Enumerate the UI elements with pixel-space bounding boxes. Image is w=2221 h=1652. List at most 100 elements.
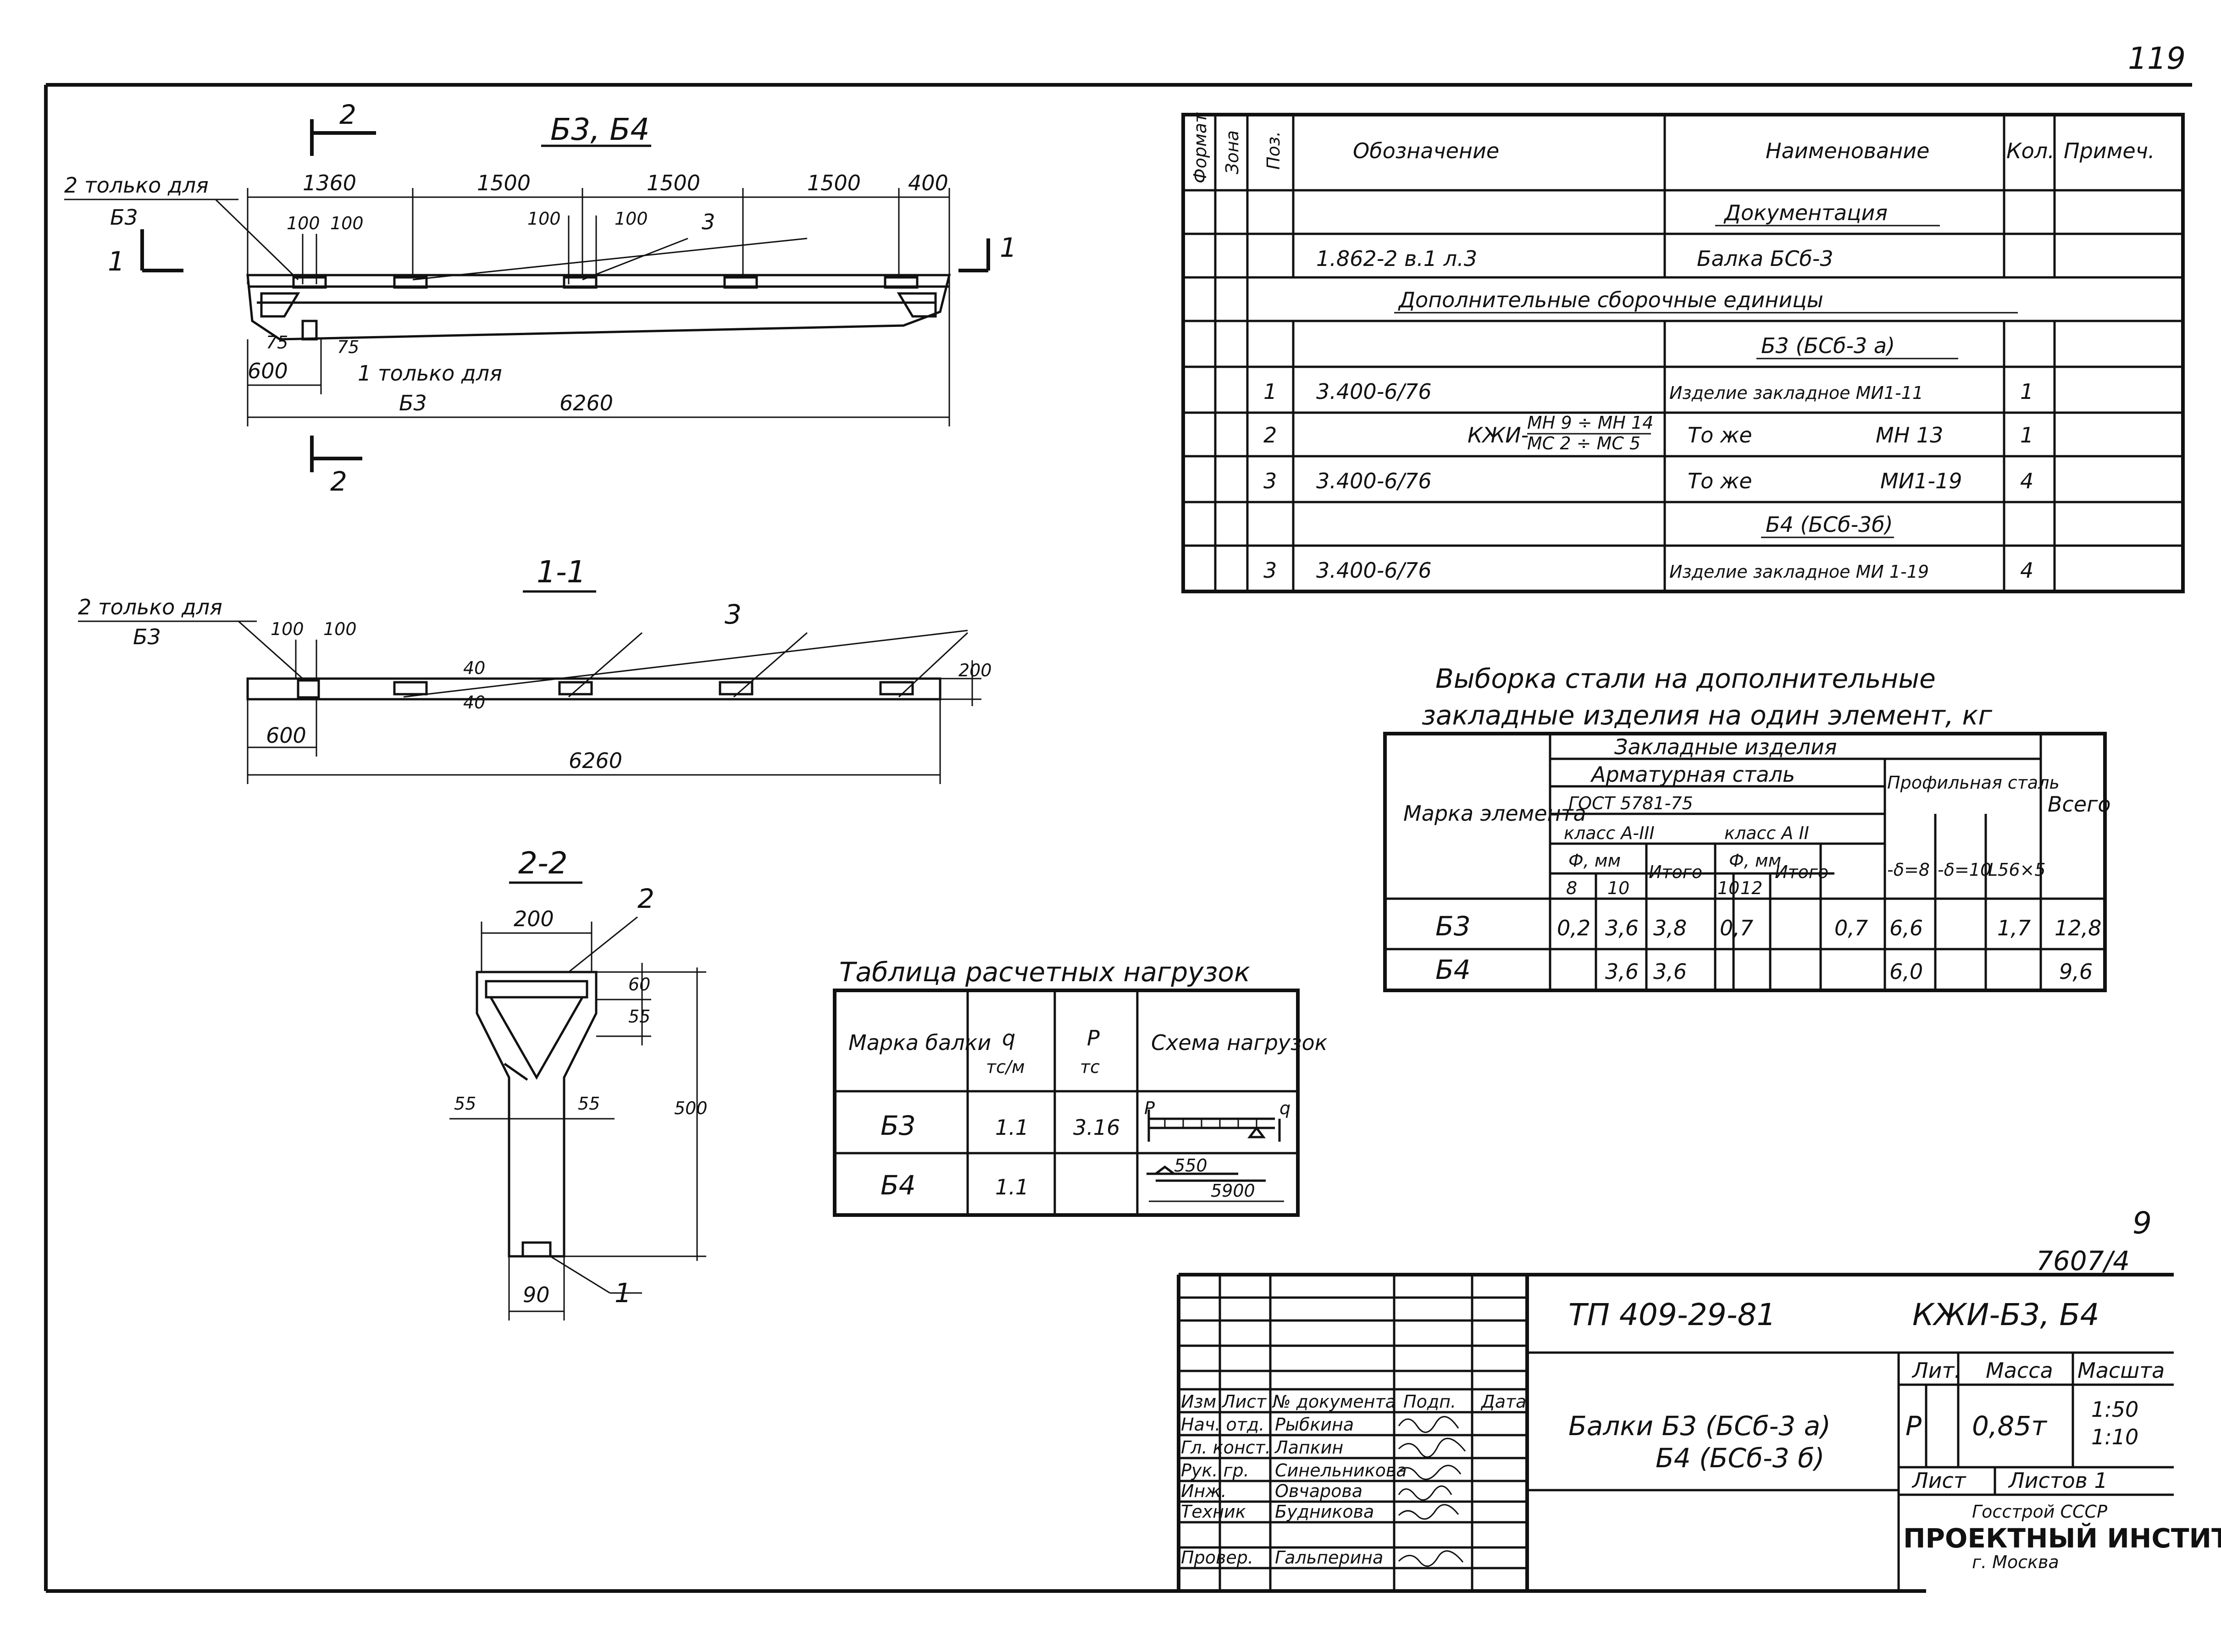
load-r2-q: 1.1: [995, 1175, 1029, 1199]
load-scheme-2: 550 5900: [1147, 1155, 1284, 1202]
spec-r8-section: Б4 (БСб-3б): [1766, 512, 1893, 537]
plan-note-2-b3: Б3: [110, 205, 138, 230]
tb-staff-6-name: Гальперина: [1275, 1547, 1383, 1568]
spec-r4-section: Б3 (БСб-3 а): [1761, 333, 1895, 358]
steel-h-p10: -δ=10: [1938, 860, 1991, 880]
tb-h-sign: Подп.: [1403, 1392, 1456, 1412]
spec-r9-qty: 4: [2020, 558, 2033, 583]
cut-1-right: 1: [1000, 232, 1017, 263]
spec-r7-designation: 3.400-6/76: [1316, 469, 1432, 493]
spec-h-pos: Поз.: [1263, 131, 1284, 170]
signatures: [1398, 1416, 1466, 1567]
steel-r1-c9: 1,7: [1997, 916, 2031, 940]
svg-text:550: 550: [1174, 1155, 1207, 1176]
load-h-p-unit: тс: [1080, 1057, 1100, 1077]
tb-h-doc: № документа: [1272, 1392, 1396, 1412]
steel-r2-c7: 6,0: [1889, 959, 1923, 984]
plan-pos-3: 3: [702, 210, 715, 234]
spec-table: Формат Зона Поз. Обозначение Наименовани…: [1181, 112, 2185, 593]
steel-h-total: Всего: [2048, 792, 2110, 817]
tb-org-1: Госстрой СССР: [1972, 1502, 2107, 1522]
spec-r9-pos: 3: [1263, 558, 1277, 583]
tb-h-date: Дата: [1480, 1392, 1526, 1412]
steel-h-p8: -δ=8: [1887, 860, 1930, 880]
spec-r5-pos: 1: [1263, 379, 1277, 404]
tb-org-2: ПРОЕКТНЫЙ ИНСТИТУТ №: [1903, 1522, 2221, 1554]
spec-r2-name: Балка БСб-3: [1697, 246, 1833, 271]
spec-r6-des-left: КЖИ-: [1468, 423, 1529, 448]
svg-text:5900: 5900: [1211, 1181, 1255, 1201]
tb-staff-2-name: Лапкин: [1274, 1437, 1343, 1458]
steel-h-class2: класс А II: [1724, 823, 1809, 843]
spec-r6-name-right: МН 13: [1876, 423, 1943, 448]
steel-title-1: Выборка стали на дополнительные: [1435, 663, 1936, 694]
section-1-1: 1-1 2 только для Б3 100 100 3 40 40 200 …: [78, 554, 992, 784]
s11-dim-100-a: 100: [271, 619, 304, 639]
spec-r9-name: Изделие закладное МИ 1-19: [1669, 562, 1929, 582]
tb-sheets-label: Листов 1: [2008, 1468, 2108, 1493]
sheet-number: 9: [2132, 1205, 2152, 1241]
tb-project-code: ТП 409-29-81: [1568, 1297, 1776, 1332]
dim-1500-c: 1500: [807, 171, 861, 195]
tb-staff-3-role: Рук. гр.: [1181, 1460, 1249, 1481]
dim-1360: 1360: [303, 171, 356, 195]
load-h-q-unit: тс/м: [986, 1057, 1025, 1077]
s11-note-2: 2 только для: [78, 595, 222, 619]
steel-r2-total: 9,6: [2059, 959, 2093, 984]
tb-staff-3-name: Синельникова: [1275, 1460, 1407, 1481]
dim-75-a: 75: [266, 332, 288, 353]
spec-r7-qty: 4: [2020, 469, 2033, 493]
dim-100-b: 100: [330, 213, 364, 233]
spec-r2-designation: 1.862-2 в.1 л.3: [1316, 246, 1477, 271]
tb-staff-1-role: Нач. отд.: [1181, 1414, 1264, 1435]
dim-1500-b: 1500: [647, 171, 700, 195]
steel-h-profile: Профильная сталь: [1887, 773, 2060, 793]
s22-dim-90: 90: [523, 1282, 550, 1307]
plan-dim-600: 600: [248, 359, 288, 383]
spec-h-format: Формат: [1190, 112, 1210, 183]
steel-r2-mark: Б4: [1435, 954, 1471, 985]
cut-2-top: 2: [339, 99, 356, 130]
steel-r1-mark: Б3: [1435, 911, 1471, 942]
steel-h-gost: ГОСТ 5781-75: [1568, 793, 1693, 813]
title-block: ТП 409-29-81 КЖИ-Б3, Б4 Балки Б3 (БСб-3 …: [1177, 1273, 2221, 1591]
tb-title-1: Балки Б3 (БСб-3 а): [1568, 1410, 1831, 1442]
spec-r9-designation: 3.400-6/76: [1316, 558, 1432, 583]
load-h-p: Р: [1087, 1026, 1100, 1050]
spec-r3-full: Дополнительные сборочные единицы: [1398, 287, 1823, 312]
svg-text:P: P: [1144, 1098, 1155, 1118]
steel-h-d12: 12: [1740, 878, 1762, 898]
spec-r6-des-top: МН 9 ÷ МН 14: [1527, 413, 1653, 433]
tb-h-lit: Лит.: [1911, 1358, 1961, 1383]
steel-r1-c7: 6,6: [1889, 916, 1923, 940]
s22-pos-2: 2: [637, 883, 654, 914]
steel-r1-total: 12,8: [2055, 916, 2101, 940]
tb-org-3: г. Москва: [1972, 1552, 2059, 1572]
tb-h-mass: Масса: [1986, 1358, 2053, 1383]
plan-dim-6260: 6260: [559, 391, 613, 415]
steel-title-2: закладные изделия на один элемент, кг: [1422, 700, 1993, 731]
s11-dim-6260: 6260: [569, 748, 622, 773]
dim-100-a: 100: [287, 213, 320, 233]
load-table: Таблица расчетных нагрузок Марка балки q…: [833, 956, 1328, 1217]
tb-sheet-label: Лист: [1911, 1468, 1966, 1493]
load-h-scheme: Схема нагрузок: [1151, 1030, 1328, 1055]
plan-view: Б3, Б4 2 2 1 1 1360 1500 1500 1500 400 1…: [64, 99, 1017, 497]
spec-r6-des-bottom: МС 2 ÷ МС 5: [1527, 433, 1640, 453]
tb-title-2: Б4 (БСб-3 б): [1656, 1442, 1824, 1474]
tb-staff-5-name: Будникова: [1275, 1502, 1374, 1522]
tb-staff-2-role: Гл. конст.: [1181, 1437, 1271, 1458]
dim-400: 400: [908, 171, 948, 195]
spec-h-qty: Кол.: [2006, 138, 2055, 163]
load-r1-mark: Б3: [881, 1110, 916, 1141]
steel-table: Выборка стали на дополнительные закладны…: [1383, 663, 2110, 992]
tb-h-izm: Изм: [1181, 1392, 1216, 1412]
spec-r5-name: Изделие закладное МИ1-11: [1669, 383, 1923, 403]
spec-r6-qty: 1: [2020, 423, 2033, 448]
tb-scale-1: 1:50: [2091, 1397, 2138, 1422]
dim-1500-a: 1500: [477, 171, 531, 195]
s22-dim-55-right: 55: [578, 1094, 600, 1114]
spec-r7-name-right: МИ1-19: [1880, 469, 1962, 493]
spec-r7-name: То же: [1688, 469, 1752, 493]
steel-h-phi2: Ф, мм: [1729, 851, 1781, 871]
